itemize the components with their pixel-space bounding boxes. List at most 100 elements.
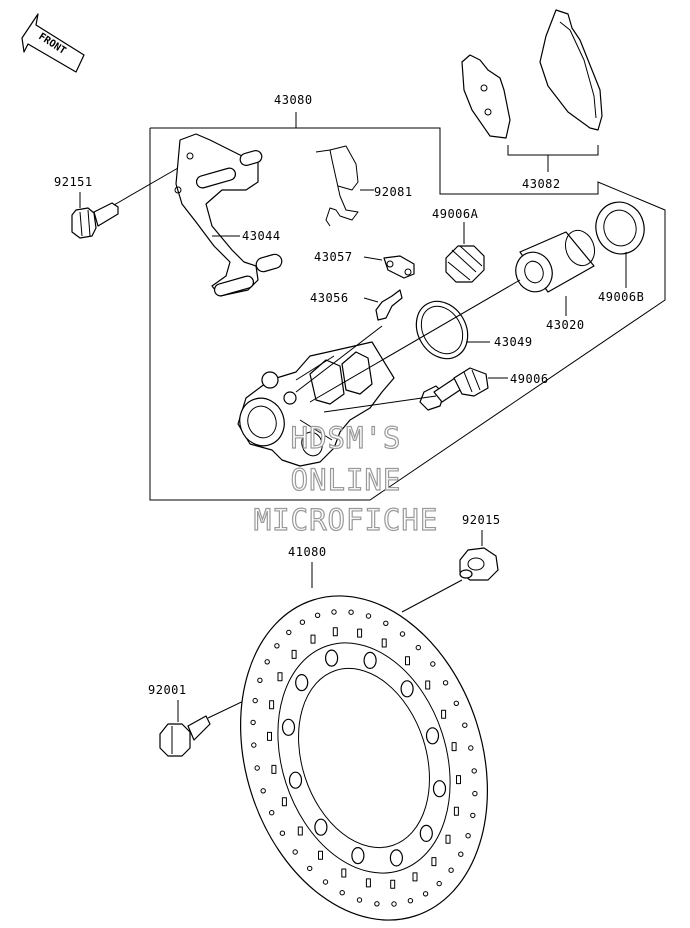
- callout-43080: 43080: [274, 93, 313, 107]
- callout-92015: 92015: [462, 513, 501, 527]
- disc-drill-hole: [314, 612, 321, 618]
- disc-drill-hole: [365, 613, 372, 619]
- disc-drill-hole: [251, 742, 257, 748]
- disc-drill-hole: [422, 891, 429, 897]
- disc-drill-hole: [257, 677, 263, 683]
- watermark-line-3: MICROFICHE: [254, 503, 439, 537]
- disc-slot: [332, 627, 338, 637]
- disc-drill-hole: [286, 629, 292, 636]
- disc-drill-hole: [415, 644, 421, 651]
- disc-drill-hole: [471, 768, 477, 774]
- disc-slot: [390, 879, 396, 889]
- bolt-92001: [159, 675, 297, 757]
- disc-slot: [425, 680, 431, 690]
- disc-drill-hole: [250, 719, 256, 726]
- disc-slot: [267, 731, 272, 741]
- callout-49006: 49006: [510, 372, 549, 386]
- disc-slot: [456, 775, 461, 785]
- disc-slot: [431, 857, 437, 867]
- disc-slot: [451, 742, 457, 752]
- disc-drill-hole: [453, 700, 459, 706]
- disc-drill-hole: [331, 609, 337, 615]
- disc-slot: [291, 649, 297, 659]
- disc-slot: [405, 656, 410, 666]
- disc-drill-hole: [274, 643, 280, 649]
- disc-mount-hole: [425, 727, 440, 745]
- bleeder-43056: [363, 289, 403, 321]
- disc-slot: [365, 878, 371, 888]
- caliper-body: [237, 279, 521, 467]
- pad-spring-92081: [315, 145, 374, 227]
- caliper-assembly-frame: [149, 127, 666, 501]
- bolt-92151: [71, 167, 179, 239]
- callout-49006B: 49006B: [598, 290, 644, 304]
- disc-mount-hole: [325, 649, 339, 667]
- seal-49006B: [595, 201, 645, 288]
- disc-drill-hole: [269, 810, 275, 816]
- oring-43049: [415, 300, 490, 360]
- disc-drill-hole: [470, 812, 476, 819]
- dust-boot-49006A: [445, 222, 485, 283]
- disc-slot: [445, 834, 451, 844]
- disc-slot: [341, 868, 347, 878]
- disc-drill-hole: [458, 851, 464, 857]
- disc-mount-hole: [281, 718, 296, 736]
- disc-slot: [281, 797, 287, 807]
- disc-mount-hole: [389, 849, 403, 867]
- callout-49006A: 49006A: [432, 207, 479, 221]
- disc-mount-hole: [363, 651, 377, 670]
- disc-drill-hole: [264, 659, 270, 665]
- disc-drill-hole: [279, 830, 286, 836]
- piston-43020: [515, 229, 596, 316]
- disc-drill-hole: [356, 897, 363, 903]
- disc-drill-hole: [254, 765, 260, 771]
- disc-drill-hole: [465, 833, 471, 839]
- callout-43056: 43056: [310, 291, 349, 305]
- disc-drill-hole: [430, 661, 436, 667]
- disc-drill-hole: [252, 697, 258, 704]
- callout-43020: 43020: [546, 318, 585, 332]
- disc-drill-hole: [407, 898, 414, 904]
- nut-92015: [401, 530, 499, 613]
- disc-drill-hole: [374, 901, 380, 907]
- callout-92001: 92001: [148, 683, 187, 697]
- disc-mount-hole: [295, 673, 309, 692]
- callout-41080: 41080: [288, 545, 327, 559]
- disc-drill-hole: [260, 788, 266, 794]
- disc-drill-hole: [307, 865, 313, 872]
- disc-slot: [271, 764, 277, 774]
- disc-drill-hole: [399, 631, 406, 637]
- disc-drill-hole: [436, 880, 442, 887]
- disc-slot: [277, 672, 283, 682]
- callout-43049: 43049: [494, 335, 533, 349]
- brake-disc-41080: [240, 562, 488, 921]
- disc-drill-hole: [348, 609, 354, 615]
- caliper-bracket-43044: [174, 133, 283, 297]
- disc-drill-hole: [448, 867, 454, 873]
- disc-drill-hole: [468, 745, 474, 751]
- disc-drill-hole: [442, 680, 449, 686]
- callout-92151: 92151: [54, 175, 93, 189]
- disc-holes: [250, 609, 478, 907]
- front-arrow-icon: FRONT: [21, 13, 85, 73]
- disc-slot: [310, 634, 316, 644]
- callout-43057: 43057: [314, 250, 353, 264]
- clip-43057: [363, 255, 415, 279]
- disc-drill-hole: [322, 879, 329, 885]
- disc-slot: [453, 806, 459, 816]
- disc-drill-hole: [472, 790, 478, 797]
- disc-drill-hole: [339, 890, 345, 896]
- disc-slot: [412, 872, 418, 882]
- disc-slot: [318, 850, 323, 860]
- watermark-line-2: ONLINE: [291, 463, 402, 497]
- callout-92081: 92081: [374, 185, 413, 199]
- disc-slot: [357, 628, 363, 638]
- pin-49006: [419, 367, 508, 411]
- disc-mount-hole: [351, 846, 365, 865]
- disc-drill-hole: [391, 901, 397, 907]
- disc-slot: [297, 826, 303, 836]
- disc-slot: [441, 709, 447, 719]
- disc-mount-hole: [400, 680, 414, 698]
- disc-slot: [269, 700, 275, 710]
